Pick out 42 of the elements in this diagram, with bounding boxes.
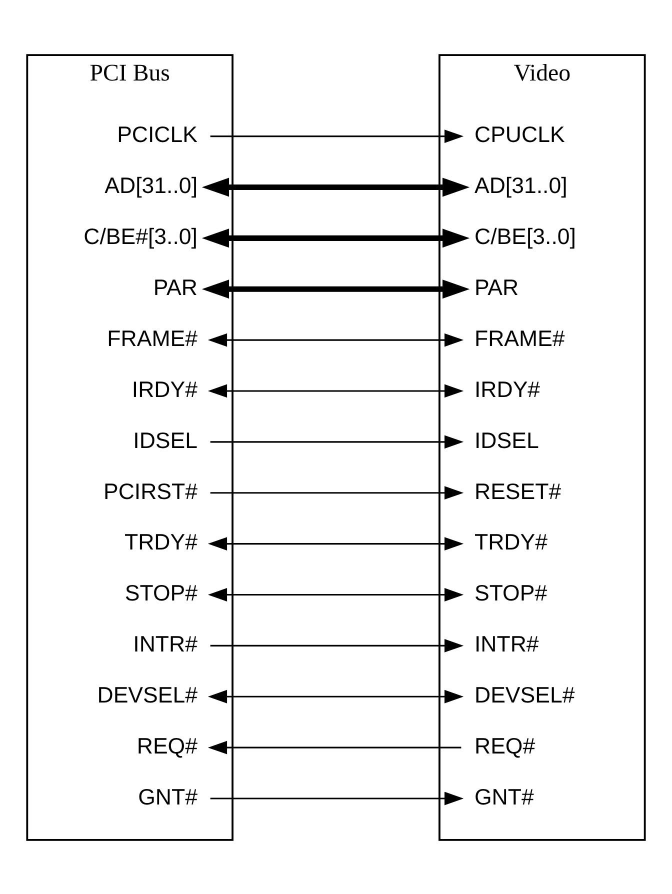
node-text: PAR bbox=[474, 274, 519, 300]
arrow bbox=[202, 177, 470, 196]
arrow bbox=[208, 384, 464, 398]
node-text: RESET# bbox=[474, 478, 562, 504]
node-text: PCICLK bbox=[117, 122, 198, 147]
node-text: PAR bbox=[153, 274, 198, 300]
node-text: STOP# bbox=[124, 580, 198, 606]
node-text: FRAME# bbox=[107, 325, 198, 350]
arrow bbox=[202, 279, 470, 298]
node-text: AD[31..0] bbox=[104, 172, 198, 198]
node-text: CPUCLK bbox=[474, 122, 565, 147]
arrow bbox=[210, 791, 464, 805]
node-text: IRDY# bbox=[474, 376, 540, 402]
node-text: IDSEL bbox=[133, 427, 198, 452]
node-text: IRDY# bbox=[132, 376, 198, 402]
arrow bbox=[202, 228, 470, 248]
node-text: INTR# bbox=[133, 631, 198, 656]
node-text: DEVSEL# bbox=[97, 682, 198, 708]
node-text: FRAME# bbox=[474, 325, 565, 350]
arrow bbox=[210, 486, 464, 500]
arrow bbox=[208, 536, 464, 550]
node-text: TRDY# bbox=[124, 529, 198, 554]
node-text: C/BE#[3..0] bbox=[84, 224, 198, 249]
node-text: GNT# bbox=[474, 784, 534, 809]
arrow bbox=[208, 588, 464, 601]
node-text: REQ# bbox=[474, 732, 536, 758]
arrow bbox=[210, 638, 464, 652]
node-text: INTR# bbox=[474, 631, 539, 656]
node-text: STOP# bbox=[474, 580, 548, 606]
node-text: GNT# bbox=[138, 784, 198, 809]
arrow bbox=[208, 740, 462, 754]
arrow bbox=[208, 332, 464, 346]
node-text: AD[31..0] bbox=[474, 172, 568, 198]
node-text: C/BE[3..0] bbox=[474, 224, 576, 249]
arrow bbox=[210, 434, 464, 448]
node-text: REQ# bbox=[136, 732, 198, 758]
node-text: PCIRST# bbox=[103, 478, 198, 504]
node-text: TRDY# bbox=[474, 529, 548, 554]
arrow bbox=[210, 129, 464, 142]
node-text: DEVSEL# bbox=[474, 682, 575, 708]
arrow bbox=[208, 689, 464, 703]
node-text: IDSEL bbox=[474, 427, 539, 452]
